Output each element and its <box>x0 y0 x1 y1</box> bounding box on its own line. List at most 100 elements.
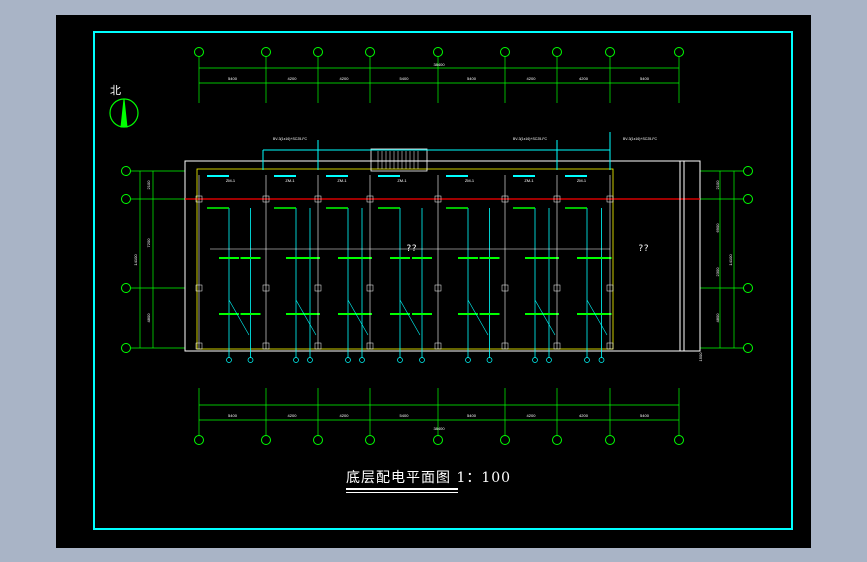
dimension-text: 14100 <box>133 254 138 266</box>
column <box>434 195 442 203</box>
outlet-symbol <box>598 357 605 363</box>
axis-bubble <box>194 47 204 57</box>
axis-bubble <box>743 194 753 204</box>
diagonal-wire <box>399 299 421 336</box>
diagonal-wire <box>347 299 369 336</box>
column <box>434 284 442 292</box>
stair <box>370 148 428 172</box>
dimension-text: 2100 <box>715 180 720 190</box>
axis-bubble <box>605 47 615 57</box>
outlet-symbol <box>532 357 538 363</box>
outlet-symbol <box>486 357 493 363</box>
axis-bubble <box>313 47 323 57</box>
title-underline <box>346 492 458 493</box>
dimension-text: 4200 <box>288 413 298 418</box>
column <box>262 195 270 203</box>
column <box>606 195 614 203</box>
dimension-text: 4200 <box>340 413 350 418</box>
axis-bubble <box>552 435 562 445</box>
axis-bubble <box>605 435 615 445</box>
column <box>553 284 561 292</box>
dimension-text: 5400 <box>467 413 477 418</box>
dimension-text: 7200 <box>146 238 151 248</box>
axis-bubble <box>121 166 131 176</box>
axis-bubble <box>743 343 753 353</box>
axis-bubble <box>121 343 131 353</box>
outlet-symbol <box>247 357 254 363</box>
cable-label: BV-3(1x16)+SC25-FC <box>273 137 308 141</box>
outlet-symbol <box>345 357 351 363</box>
outlet-symbol <box>584 357 590 363</box>
diagonal-wire <box>467 299 489 336</box>
axis-bubble <box>743 166 753 176</box>
dimension-text: 14100 <box>728 254 733 266</box>
panel-label: ZM-1 <box>397 178 407 183</box>
column <box>606 284 614 292</box>
axis-bubble <box>552 47 562 57</box>
dimension-text: 1500 <box>698 352 703 362</box>
axis-bubble <box>674 47 684 57</box>
axis-bubble <box>433 47 443 57</box>
column <box>262 342 270 350</box>
axis-bubble <box>313 435 323 445</box>
column <box>366 195 374 203</box>
cable-label: BV-3(1x16)+SC25-FC <box>513 137 548 141</box>
axis-bubble <box>365 435 375 445</box>
dimension-text: 4200 <box>527 76 537 81</box>
north-arrow <box>120 98 128 128</box>
dimension-text: 5400 <box>400 76 410 81</box>
panel-label: ZM-1 <box>465 178 475 183</box>
axis-bubble <box>365 47 375 57</box>
column <box>195 195 203 203</box>
axis-bubble <box>500 435 510 445</box>
column <box>434 342 442 350</box>
outlet-symbol <box>359 357 365 363</box>
column <box>314 342 322 350</box>
column <box>195 342 203 350</box>
dimension-text: 4200 <box>288 76 298 81</box>
outlet-symbol <box>419 357 425 363</box>
outlet-symbol <box>465 357 471 363</box>
dimension-text: 4800 <box>146 313 151 323</box>
dimension-text: 5400 <box>467 76 477 81</box>
column <box>314 195 322 203</box>
axis-bubble <box>194 435 204 445</box>
dimension-text: 4200 <box>527 413 537 418</box>
outlet-symbol <box>546 357 552 363</box>
outlet-symbol <box>293 357 299 363</box>
panel-label: ZM-1 <box>524 178 534 183</box>
dimension-text: 4200 <box>340 76 350 81</box>
axis-bubble <box>261 47 271 57</box>
column <box>501 342 509 350</box>
diagonal-wire <box>228 299 250 336</box>
dimension-text: 38400 <box>433 62 445 67</box>
north-label: 北 <box>110 84 121 97</box>
dimension-text: 4200 <box>579 413 589 418</box>
room-label: ?? <box>638 244 649 254</box>
column <box>195 284 203 292</box>
dimension-text: 5400 <box>640 76 650 81</box>
axis-bubble <box>121 283 131 293</box>
column <box>262 284 270 292</box>
outlet-symbol <box>397 357 403 363</box>
axis-bubble <box>261 435 271 445</box>
dimension-text: 5400 <box>228 413 238 418</box>
drawing-title: 底层配电平面图 1：100 <box>346 470 512 486</box>
axis-bubble <box>433 435 443 445</box>
column <box>606 342 614 350</box>
diagonal-wire <box>534 299 556 336</box>
dimension-text: 38400 <box>433 426 445 431</box>
axis-bubble <box>500 47 510 57</box>
panel-label: ZM-1 <box>226 178 236 183</box>
axis-bubble <box>743 283 753 293</box>
axis-bubble <box>121 194 131 204</box>
dimension-text: 2100 <box>146 180 151 190</box>
building-outline <box>184 160 701 352</box>
room-label: ?? <box>406 244 417 254</box>
column <box>553 195 561 203</box>
panel-label: ZM-1 <box>285 178 295 183</box>
panel-label: ZM-1 <box>337 178 347 183</box>
cable-label: BV-3(1x16)+SC25-FC <box>623 137 658 141</box>
axis-bubble <box>674 435 684 445</box>
